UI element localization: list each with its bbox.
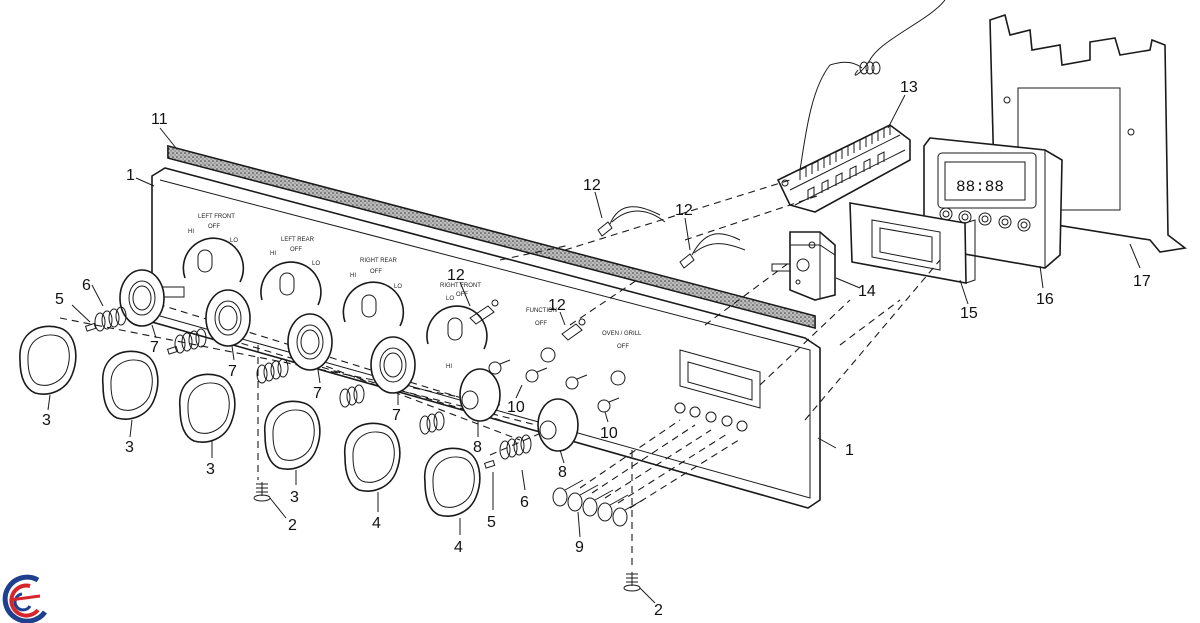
knob-4-a xyxy=(344,422,401,492)
callout-1-b: 1 xyxy=(845,442,854,459)
screw-10-b xyxy=(525,367,548,383)
callout-3-a: 3 xyxy=(42,412,51,429)
panel-labels: LEFT FRONT HI OFF LO LEFT REAR HI OFF LO… xyxy=(188,214,642,370)
callout-7-b: 7 xyxy=(228,363,237,380)
screw-2-b xyxy=(623,572,641,592)
screw-10-c xyxy=(565,374,588,390)
label-left-front: LEFT FRONT xyxy=(198,214,235,220)
screw-10-d xyxy=(597,397,620,413)
callout-11: 11 xyxy=(151,111,168,128)
label-right-front: RIGHT FRONT xyxy=(440,283,481,289)
springs xyxy=(84,306,532,469)
knobs xyxy=(19,325,481,517)
spring-d xyxy=(419,411,445,435)
label-hi: HI xyxy=(270,251,276,257)
label-lo: LO xyxy=(230,238,238,244)
callout-10-a: 10 xyxy=(507,399,525,416)
callout-17: 17 xyxy=(1133,273,1151,290)
label-off: OFF xyxy=(617,344,629,350)
callout-9: 9 xyxy=(575,539,584,556)
callout-2-a: 2 xyxy=(288,517,297,534)
screw-2-a xyxy=(253,482,271,502)
callout-12-a: 12 xyxy=(583,177,601,194)
label-off: OFF xyxy=(290,247,302,253)
callouts: 11 1 1 5 6 3 3 3 3 4 4 2 2 5 6 7 7 7 7 8… xyxy=(42,79,1151,619)
bezels xyxy=(119,269,579,452)
label-lo: LO xyxy=(446,296,454,302)
callout-12-d: 12 xyxy=(548,297,566,314)
screws xyxy=(253,359,641,592)
label-lo: LO xyxy=(394,284,402,290)
clock-readout: 88:88 xyxy=(956,178,1004,196)
callout-14: 14 xyxy=(858,283,876,300)
spring-a xyxy=(174,328,207,354)
label-lo: LO xyxy=(312,261,320,267)
spring-b xyxy=(256,358,289,384)
callout-5-a: 5 xyxy=(55,291,64,308)
callout-7-c: 7 xyxy=(313,385,322,402)
callout-3-d: 3 xyxy=(290,489,299,506)
callout-12-c: 12 xyxy=(447,267,465,284)
spring-6-a xyxy=(94,306,127,332)
dial-markings xyxy=(182,237,488,350)
callout-6-a: 6 xyxy=(82,277,91,294)
brand-logo xyxy=(2,574,48,623)
callout-3-b: 3 xyxy=(125,439,134,456)
label-hi: HI xyxy=(188,229,194,235)
knob-4-b xyxy=(424,447,481,517)
callout-4-a: 4 xyxy=(372,515,381,532)
callout-leaders xyxy=(47,94,1141,604)
label-left-rear: LEFT REAR xyxy=(281,237,315,243)
callout-4-b: 4 xyxy=(454,539,463,556)
selector-switch-13 xyxy=(776,124,911,213)
callout-7-a: 7 xyxy=(150,339,159,356)
knob-3-c xyxy=(179,373,236,443)
knob-3-a xyxy=(19,325,77,395)
label-off: OFF xyxy=(370,269,382,275)
callout-3-c: 3 xyxy=(206,461,215,478)
callout-2-b: 2 xyxy=(654,602,663,619)
callout-8-b: 8 xyxy=(558,464,567,481)
seal-strip-11 xyxy=(167,144,816,330)
label-hi: HI xyxy=(446,364,452,370)
callout-1-a: 1 xyxy=(126,167,135,184)
spring-6-b xyxy=(499,434,532,460)
label-oven-grill: OVEN / GRILL xyxy=(602,331,642,337)
callout-8-a: 8 xyxy=(473,439,482,456)
callout-16: 16 xyxy=(1036,291,1054,308)
knob-3-b xyxy=(102,350,159,420)
screw-10-a xyxy=(488,359,511,375)
label-function: FUNCTION xyxy=(526,308,557,314)
label-hi: HI xyxy=(350,273,356,279)
callout-15: 15 xyxy=(960,305,978,322)
push-buttons-9 xyxy=(552,479,644,527)
label-off: OFF xyxy=(208,224,220,230)
callout-5-b: 5 xyxy=(487,514,496,531)
label-off: OFF xyxy=(456,292,468,298)
callout-7-d: 7 xyxy=(392,407,401,424)
electrodes-12 xyxy=(469,206,746,341)
label-right-rear: RIGHT REAR xyxy=(360,258,398,264)
thermostat-14 xyxy=(771,231,836,301)
label-off: OFF xyxy=(535,321,547,327)
control-panel-1 xyxy=(151,167,821,509)
knob-3-d xyxy=(264,400,321,470)
callout-12-b: 12 xyxy=(675,202,693,219)
callout-10-b: 10 xyxy=(600,425,618,442)
spring-c xyxy=(339,384,365,408)
callout-13: 13 xyxy=(900,79,918,96)
callout-6-b: 6 xyxy=(520,494,529,511)
